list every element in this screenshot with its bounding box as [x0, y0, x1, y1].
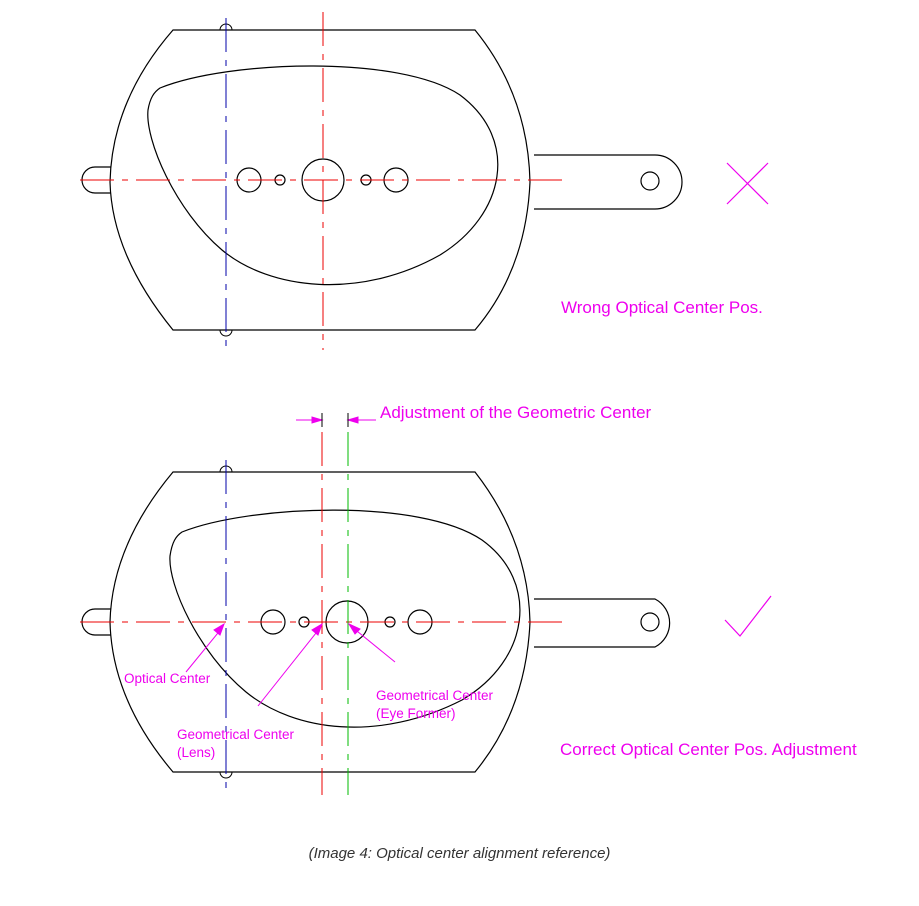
geometrical-center-lens-label: Geometrical Center — [177, 727, 295, 742]
geometrical-center-lens-sublabel: (Lens) — [177, 745, 215, 760]
holder-outline — [109, 471, 531, 773]
lens-outline — [169, 509, 521, 728]
image-caption: (Image 4: Optical center alignment refer… — [308, 845, 611, 862]
cross-mark-icon — [726, 162, 769, 205]
wrong-alignment-figure: Wrong Optical Center Pos. — [80, 12, 769, 350]
correct-position-label: Correct Optical Center Pos. Adjustment — [560, 740, 857, 759]
geometrical-center-eye-former-sublabel: (Eye Former) — [376, 706, 456, 721]
holder-right-arm — [534, 598, 671, 648]
holder-right-arm — [534, 154, 683, 210]
wrong-position-label: Wrong Optical Center Pos. — [561, 298, 763, 317]
bottom-notch — [219, 329, 233, 337]
optical-center-label: Optical Center — [124, 671, 211, 686]
leader-geometrical-center-lens — [257, 622, 323, 707]
correct-alignment-figure: Optical Center Geometrical Center (Lens)… — [80, 432, 857, 795]
leader-geometrical-center-eye-former — [347, 622, 396, 663]
adjustment-dimension — [296, 413, 376, 427]
arm-pin-hole — [640, 171, 660, 191]
holder-outline — [109, 29, 531, 331]
leader-optical-center — [185, 622, 225, 673]
lens-outline — [147, 65, 499, 286]
check-mark-icon — [724, 595, 772, 637]
geometrical-center-eye-former-label: Geometrical Center — [376, 688, 494, 703]
adjustment-label: Adjustment of the Geometric Center — [380, 403, 652, 422]
arm-pin-hole — [640, 612, 660, 632]
bottom-notch — [219, 771, 233, 779]
